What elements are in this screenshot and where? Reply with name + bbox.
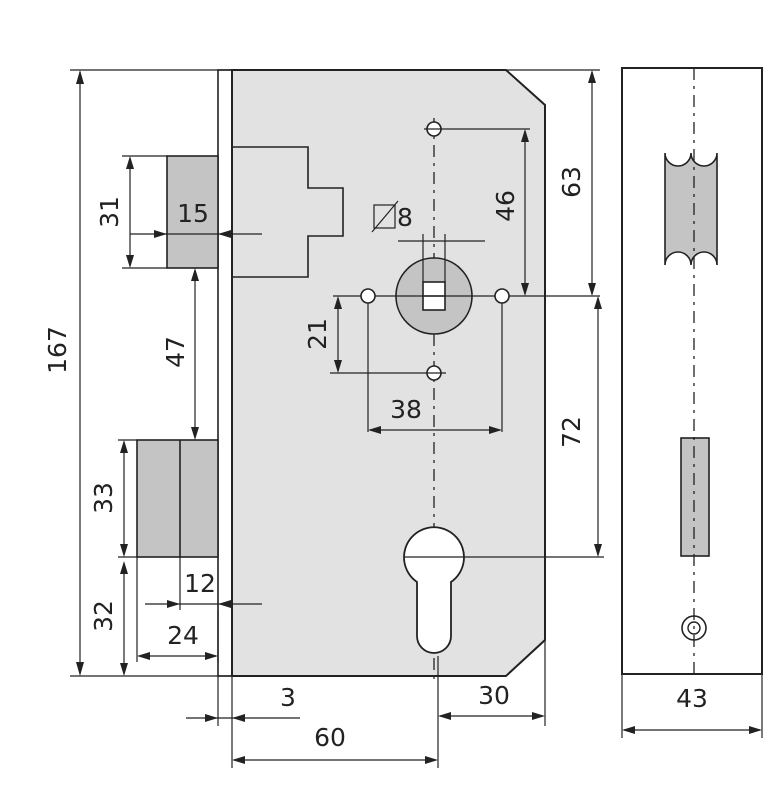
screw-below-dimension [334, 296, 342, 373]
dim-faceplate-thickness: 3 [280, 683, 296, 712]
cylinder-to-back-dimension [438, 640, 546, 726]
latch-height-dimension [122, 155, 167, 269]
bolt-throw-dimension [136, 557, 219, 662]
latch-bolt [166, 155, 219, 269]
total-height-dimension [70, 69, 232, 677]
dim-total-height: 167 [43, 326, 72, 374]
dim-spindle-square: 8 [397, 203, 413, 232]
spindle-width-dimension [371, 200, 485, 282]
dim-bolt-throw: 24 [167, 621, 199, 650]
cylinder-cutout [403, 526, 465, 654]
bolt-bottom-dimension [120, 561, 128, 676]
bolt-height-dimension [118, 439, 137, 558]
side-faceplate-view [621, 67, 763, 738]
dim-latch-projection: 15 [177, 199, 209, 228]
dim-bolt-bottom: 32 [89, 600, 118, 632]
dim-screw-spacing: 38 [390, 395, 422, 424]
right-screw-hole [494, 288, 510, 304]
front-faceplate-strip [217, 69, 233, 677]
dim-backset: 60 [314, 723, 346, 752]
dead-bolt [136, 439, 219, 558]
dim-bolt-throw-small: 12 [184, 569, 216, 598]
screw-to-spindle-dimension [521, 129, 529, 296]
latch-projection-dimension [130, 230, 262, 238]
backset-dimension [232, 656, 439, 768]
dim-screw-below: 21 [303, 318, 332, 350]
screw-spacing-dimension [368, 426, 502, 434]
dim-faceplate-width: 43 [676, 684, 708, 713]
dim-latch-to-bolt: 47 [161, 336, 190, 368]
dim-spindle-to-cylinder: 72 [557, 416, 586, 448]
dim-bolt-height: 33 [89, 482, 118, 514]
dim-screw-to-spindle: 46 [491, 190, 520, 222]
latch-mechanism-outline [232, 146, 344, 278]
latch-to-bolt-dimension [191, 268, 199, 440]
faceplate-thickness-dimension [186, 676, 300, 768]
spindle-to-cylinder-dimension [594, 296, 602, 557]
left-screw-hole [360, 288, 376, 304]
bolt-throw-small-dimension [145, 557, 262, 610]
dim-latch-height: 31 [95, 196, 124, 228]
dim-spindle-to-top: 63 [557, 166, 586, 198]
spindle-to-top-dimension [506, 69, 600, 296]
dim-cylinder-to-back: 30 [478, 681, 510, 710]
